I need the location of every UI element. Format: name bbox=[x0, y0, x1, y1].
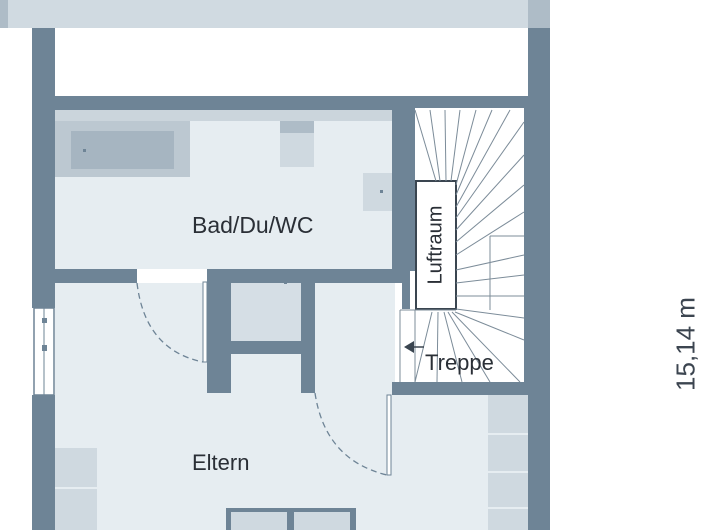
washbasin-top bbox=[280, 121, 314, 133]
room-label-bath: Bad/Du/WC bbox=[192, 212, 314, 238]
stair-arrow-icon bbox=[404, 341, 414, 353]
upper-wall-left bbox=[0, 0, 8, 28]
upper-wall-right bbox=[528, 0, 550, 28]
bath-bottom-wall-right bbox=[207, 269, 403, 283]
pillow-1 bbox=[231, 512, 287, 530]
parents-floor bbox=[55, 393, 530, 530]
room-label-void: Luftraum bbox=[424, 205, 447, 285]
stair-wall-left bbox=[402, 96, 415, 271]
upper-room-band bbox=[0, 0, 530, 28]
door-swing-parents bbox=[314, 392, 388, 476]
stair-wall-mid bbox=[402, 271, 410, 309]
shaft-lower bbox=[231, 354, 301, 393]
terrace-strip bbox=[55, 28, 528, 96]
wardrobe-doors bbox=[488, 433, 528, 509]
stair-wall-bottom bbox=[392, 382, 550, 395]
shaft-fill bbox=[231, 283, 301, 341]
dimension-depth-label: 15,14 m bbox=[670, 297, 701, 391]
window-handle-1 bbox=[42, 318, 47, 323]
door-swing-bath bbox=[136, 282, 204, 363]
bath-wall-right bbox=[392, 110, 402, 269]
stair-treads bbox=[399, 109, 525, 383]
bath-bottom-wall-left bbox=[55, 269, 137, 283]
stair-wall-upper bbox=[408, 96, 550, 108]
bathtub-drain bbox=[83, 149, 86, 152]
door-frame-right bbox=[386, 394, 392, 476]
bathtub-basin bbox=[71, 131, 174, 169]
shaft-dot bbox=[284, 281, 287, 284]
pillow-2 bbox=[294, 512, 350, 530]
wardrobe bbox=[488, 395, 528, 530]
shaft-wall-left bbox=[207, 283, 231, 393]
room-label-parents: Eltern bbox=[192, 450, 250, 475]
door-frame-left bbox=[202, 281, 208, 363]
outer-wall-left-bottom bbox=[32, 395, 55, 530]
bath-top-inner bbox=[55, 110, 392, 121]
shaft-wall-mid bbox=[231, 341, 301, 354]
stair-inner-right bbox=[524, 108, 528, 382]
outer-wall-right bbox=[528, 28, 550, 530]
toilet-dot bbox=[380, 190, 383, 193]
bath-top-wall bbox=[32, 96, 408, 110]
outer-wall-left-top bbox=[32, 28, 55, 308]
room-label-stairs: Treppe bbox=[425, 350, 494, 375]
shaft-wall-right bbox=[301, 283, 315, 393]
toilet bbox=[363, 173, 392, 211]
window-handle-2 bbox=[42, 345, 47, 351]
void-box bbox=[415, 180, 457, 310]
